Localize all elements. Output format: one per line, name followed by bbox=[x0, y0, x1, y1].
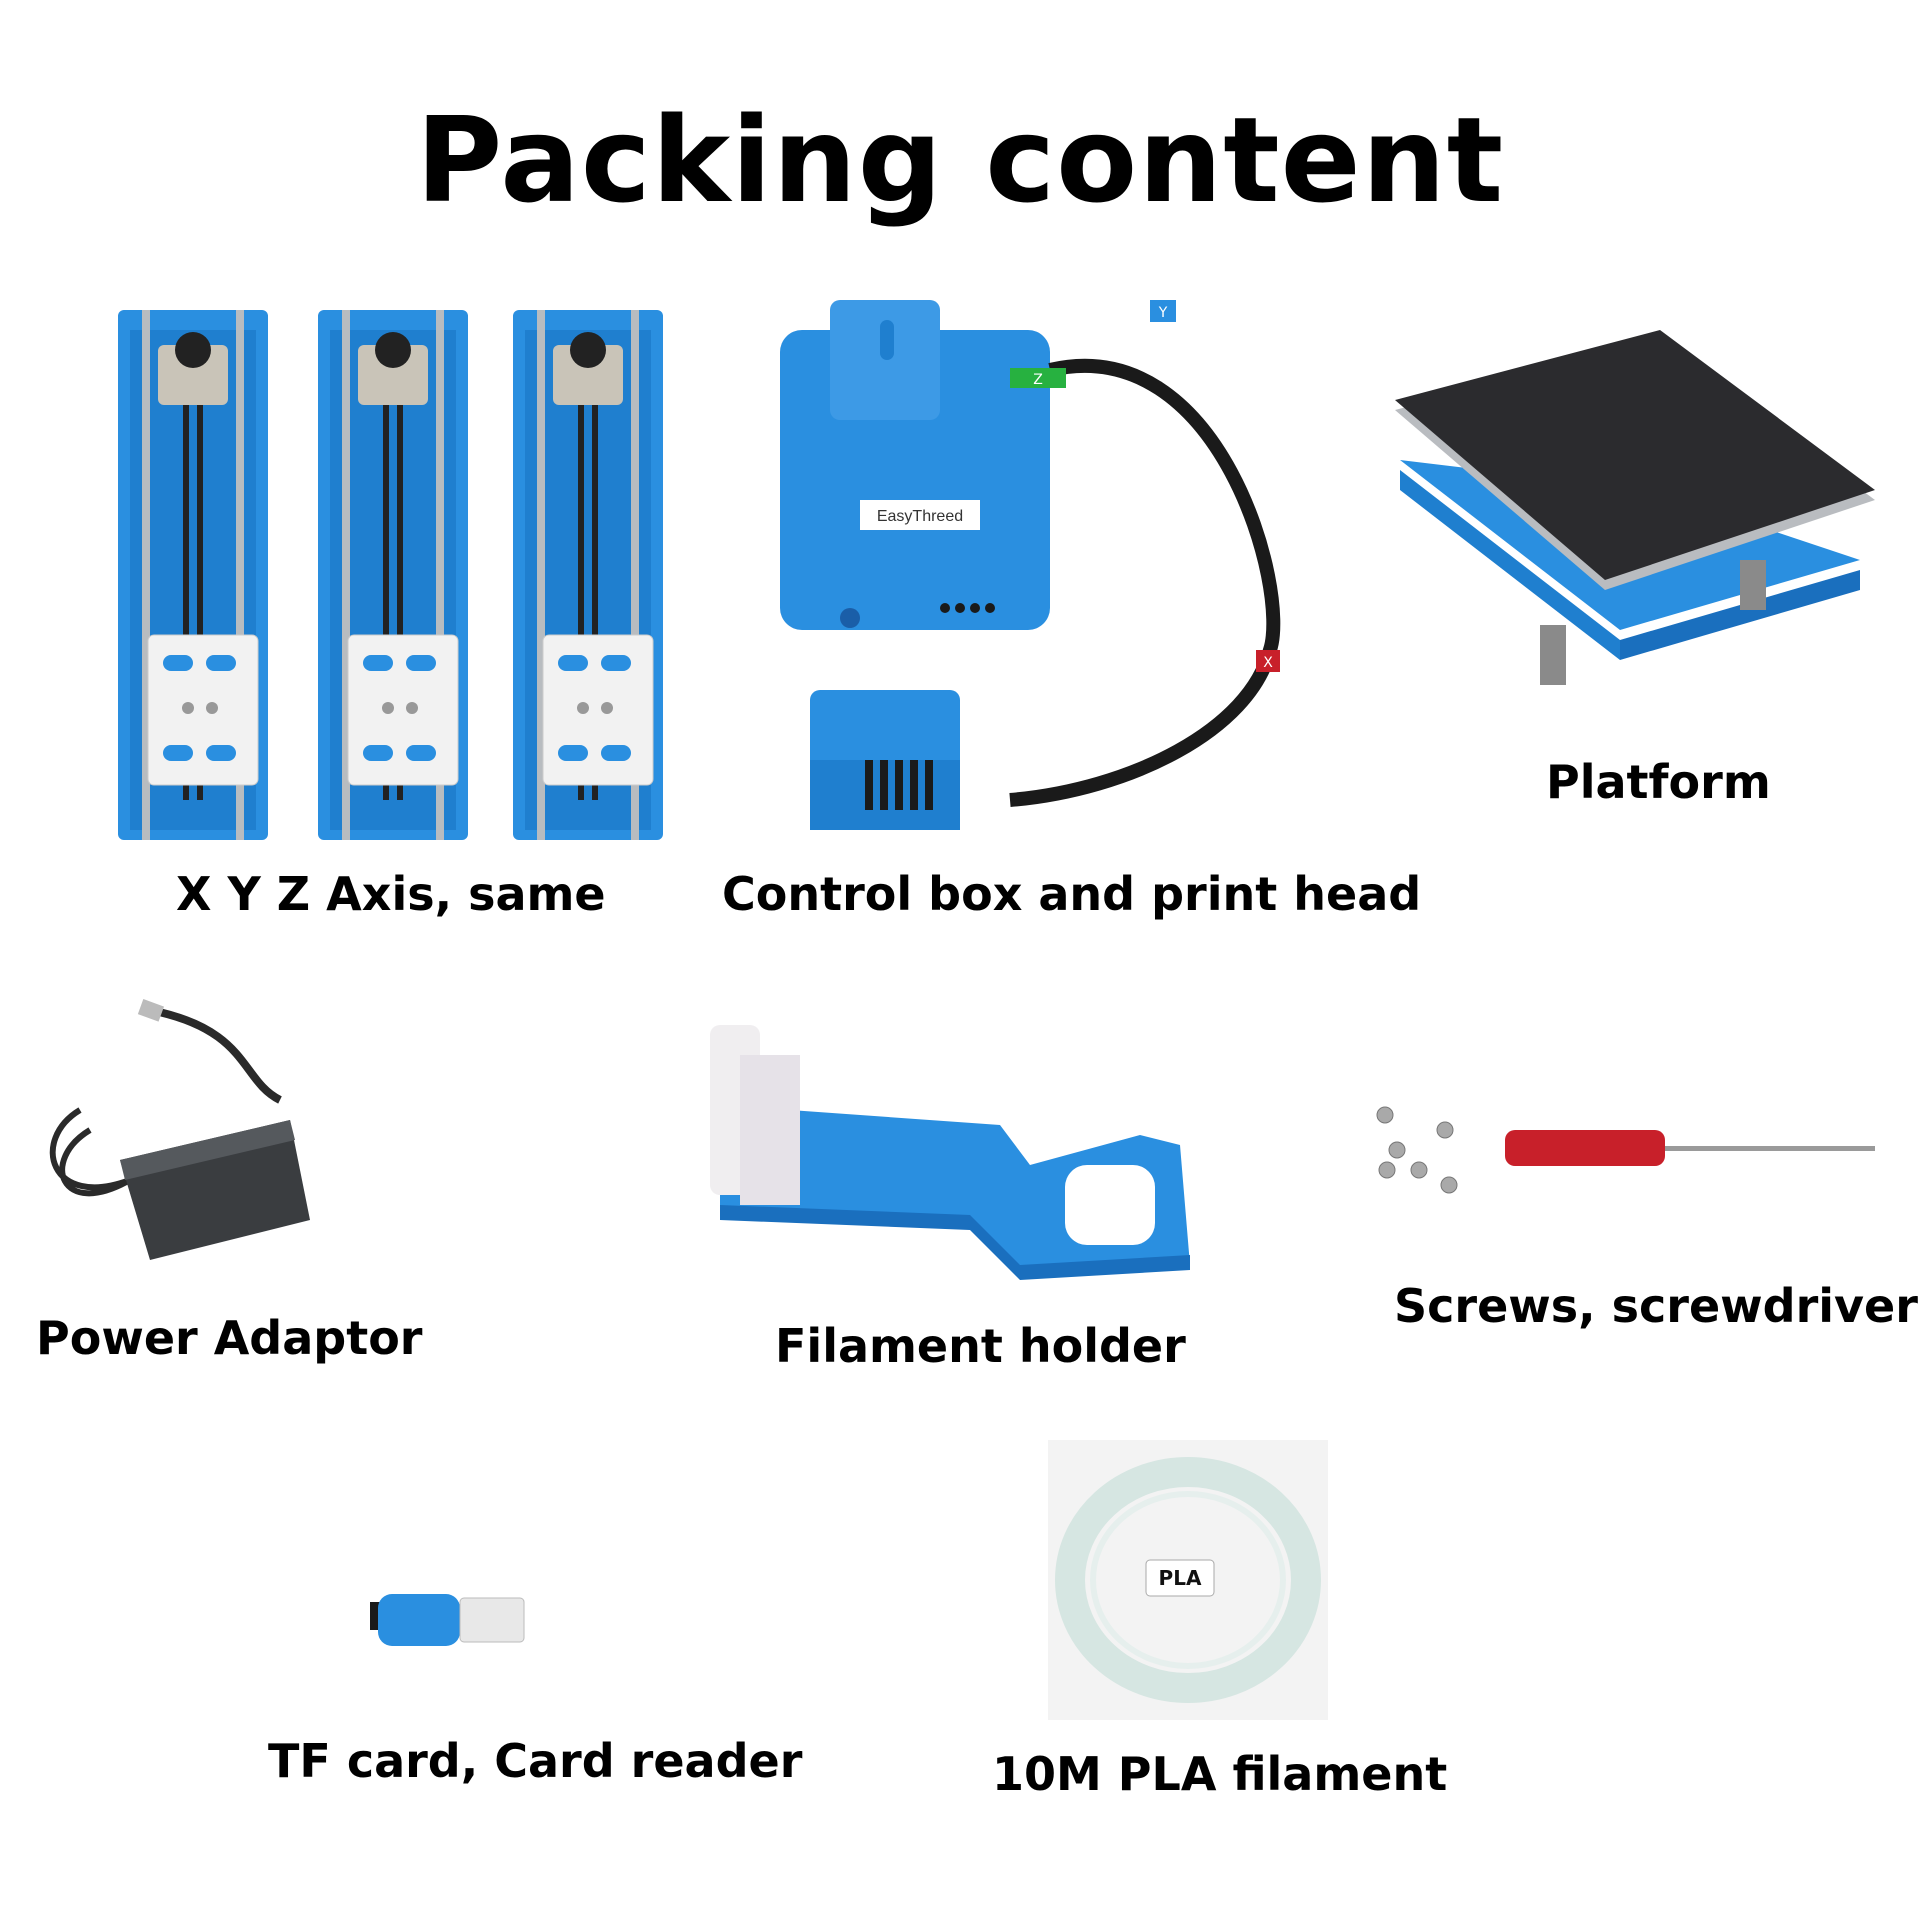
spool-label: PLA bbox=[1159, 1566, 1202, 1590]
caption-tf-card: TF card, Card reader bbox=[268, 1734, 803, 1788]
caption-xyz-axis: X Y Z Axis, same bbox=[176, 867, 606, 921]
caption-filament-holder: Filament holder bbox=[775, 1319, 1186, 1373]
svg-text:X: X bbox=[1263, 655, 1273, 671]
control-box-image: EasyThreed Y Z X bbox=[770, 290, 1320, 850]
caption-control-box: Control box and print head bbox=[722, 867, 1422, 921]
caption-pla-filament: 10M PLA filament bbox=[992, 1747, 1448, 1801]
caption-screws-screwdriver: Screws, screwdriver bbox=[1394, 1279, 1918, 1333]
xyz-axis-image bbox=[108, 290, 708, 850]
caption-power-adaptor: Power Adaptor bbox=[36, 1311, 423, 1365]
caption-platform: Platform bbox=[1546, 755, 1771, 809]
svg-text:Z: Z bbox=[1033, 372, 1043, 388]
brand-label: EasyThreed bbox=[877, 508, 963, 525]
filament-holder-image bbox=[700, 1015, 1200, 1295]
pla-filament-image: PLA bbox=[1048, 1440, 1328, 1720]
power-adaptor-image bbox=[20, 990, 360, 1280]
screws-screwdriver-image bbox=[1365, 1090, 1885, 1220]
svg-text:Y: Y bbox=[1158, 305, 1168, 321]
tf-card-reader-image bbox=[370, 1592, 530, 1652]
platform-image bbox=[1390, 330, 1880, 730]
page-title: Packing content bbox=[415, 91, 1505, 229]
